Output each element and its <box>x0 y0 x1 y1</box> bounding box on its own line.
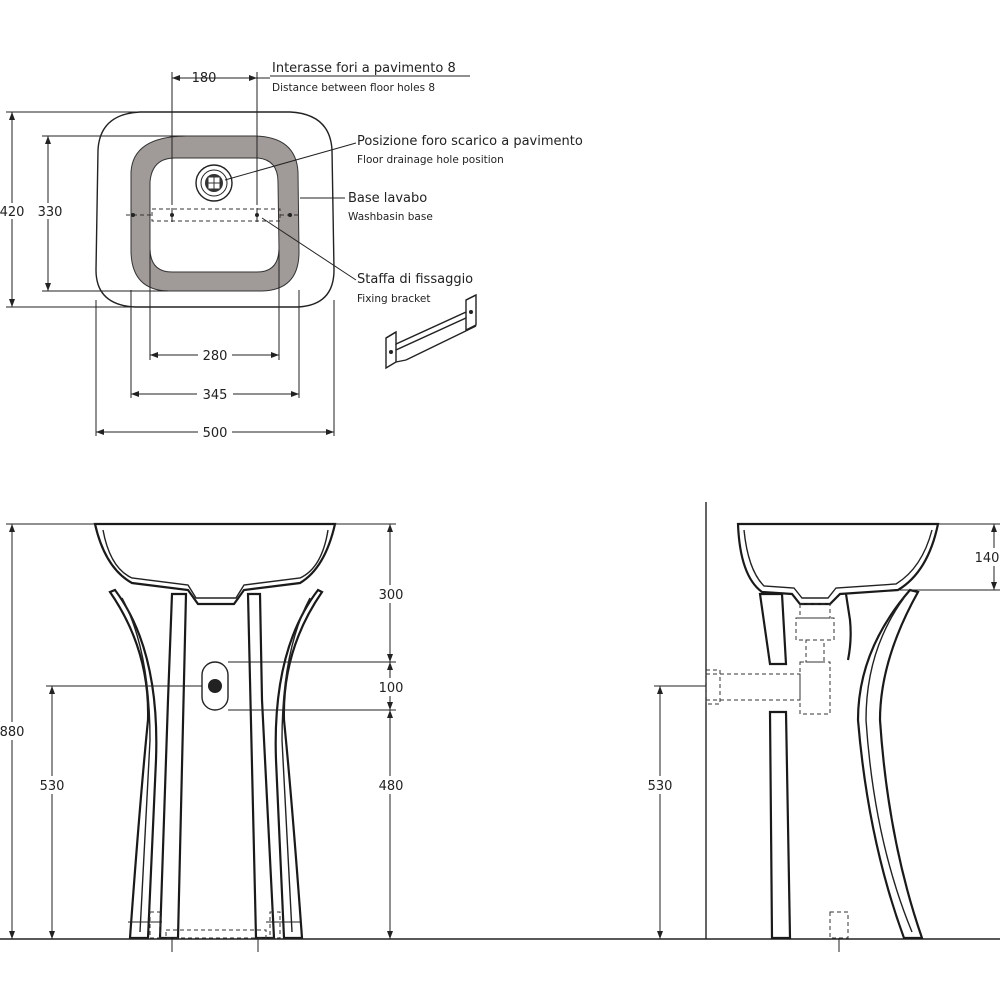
svg-text:Posizione foro scarico a pavim: Posizione foro scarico a pavimento <box>357 134 583 149</box>
label-fixing-bracket: Staffa di fissaggio Fixing bracket <box>357 272 473 305</box>
front-basin <box>93 522 337 606</box>
svg-text:Fixing bracket: Fixing bracket <box>357 293 430 305</box>
label-drain-position: Posizione foro scarico a pavimento Floor… <box>357 134 583 166</box>
top-view: 180 420 330 280 345 500 <box>0 71 470 441</box>
svg-text:Interasse fori a pavimento 8: Interasse fori a pavimento 8 <box>272 61 456 76</box>
svg-text:Distance between floor holes: Distance between floor holes 8 <box>272 82 435 94</box>
side-view: 140 530 <box>646 502 1000 952</box>
dim-345: 345 <box>203 388 228 403</box>
svg-text:Staffa di fissaggio: Staffa di fissaggio <box>357 272 473 287</box>
label-washbasin-base: Base lavabo Washbasin base <box>348 191 433 223</box>
front-view: 880 530 300 100 480 <box>0 522 1000 952</box>
svg-text:Washbasin base: Washbasin base <box>348 211 433 223</box>
dim-530-front: 530 <box>40 779 65 794</box>
floor-drain-icon <box>195 164 233 202</box>
front-left-leg <box>108 588 158 940</box>
dim-530-side: 530 <box>648 779 673 794</box>
front-right-leg <box>274 588 324 940</box>
dim-480: 480 <box>379 779 404 794</box>
dim-140: 140 <box>975 551 1000 566</box>
dim-500: 500 <box>203 426 228 441</box>
siphon-dashed <box>705 603 835 715</box>
side-front-leg <box>856 588 924 940</box>
floor-fixing-icon <box>128 911 300 952</box>
svg-text:Floor drainage hole position: Floor drainage hole position <box>357 154 504 166</box>
dim-880: 880 <box>0 725 24 740</box>
dim-100: 100 <box>379 681 404 696</box>
svg-text:Base lavabo: Base lavabo <box>348 191 427 206</box>
dim-280: 280 <box>203 349 228 364</box>
dim-330: 330 <box>38 205 63 220</box>
dim-420: 420 <box>0 205 24 220</box>
dim-300: 300 <box>379 588 404 603</box>
dim-180: 180 <box>192 71 217 86</box>
side-basin <box>736 522 940 606</box>
washbasin-base-ring <box>130 135 300 292</box>
fixing-bracket-icon <box>385 293 477 370</box>
label-floor-holes: Interasse fori a pavimento 8 Distance be… <box>272 61 456 94</box>
